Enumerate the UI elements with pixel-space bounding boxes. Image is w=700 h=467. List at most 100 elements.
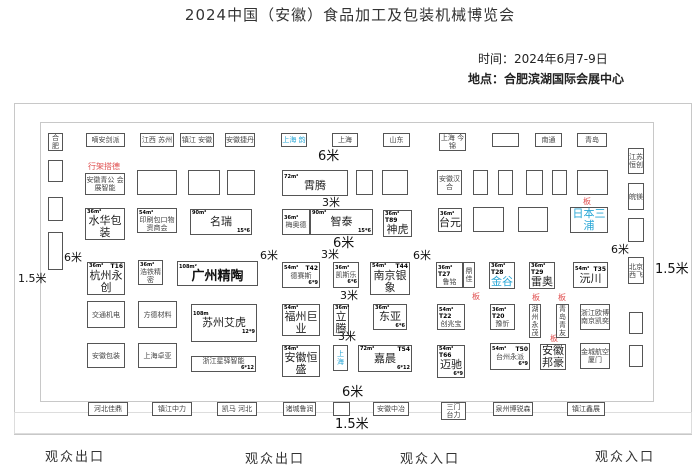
event-time: 时间：2024年6月7-9日 [478, 52, 608, 66]
booth-code: T42 [305, 264, 318, 272]
booth-label: 山东 [389, 136, 404, 144]
booth-label: 豫忻 [495, 319, 510, 328]
booth-label: 沅川 [579, 271, 602, 285]
booth-label: 镇江中力 [158, 405, 186, 413]
booth-label: 青岛 [585, 136, 599, 144]
board-note: 板 [558, 293, 566, 302]
booth-code: T29 [531, 269, 544, 276]
booth-label: 台州永派 [496, 353, 524, 361]
booth-dimensions: 15*6 [357, 228, 371, 234]
booth: 方德材料 [138, 301, 177, 328]
distance-label: 6米 [611, 243, 629, 256]
booth [333, 402, 350, 416]
booth-code: T20 [492, 312, 505, 320]
booth: 安徽汉合 [437, 170, 462, 195]
booth-area: 36m² [375, 305, 390, 311]
booth-area: 36m² [438, 264, 453, 271]
booth-code: T28 [491, 269, 504, 276]
booth-label: 泉州博锐森 [495, 405, 531, 413]
booth-dimensions: 6*9 [308, 279, 318, 286]
booth [473, 207, 504, 232]
booth-dimensions: 12*9 [241, 329, 255, 335]
booth-area: 36m² [385, 211, 400, 217]
booth [492, 133, 519, 147]
booth-area: 54m² [575, 265, 590, 272]
booth [227, 170, 255, 195]
booth-label: 嘀安剑派 [91, 136, 120, 144]
booth-label: 日本三浦 [572, 207, 606, 232]
booth-label: 诸城鲁润 [285, 405, 314, 413]
booth [137, 170, 177, 195]
distance-label: 3米 [322, 196, 340, 209]
booth-label: 凯马 河北 [221, 405, 253, 413]
booth-area: 36m² [89, 263, 104, 269]
booth-area: 36m² [440, 211, 455, 217]
booth-code: T44 [395, 263, 408, 270]
booth-label: 浙江星驿智能 [202, 357, 245, 365]
booth [498, 170, 513, 195]
booth: 镇江中力 [152, 402, 192, 416]
booth-label: 东亚 [379, 310, 401, 323]
booth [629, 312, 643, 334]
booth-label: 江苏恒创 [629, 153, 643, 169]
booth-meta: 36m² [86, 209, 124, 215]
booth-label: 雷奥 [531, 275, 553, 288]
distance-label: 6米 [318, 149, 340, 164]
booth-area: 54m² [284, 305, 299, 311]
booth: 鼎佳 [463, 262, 475, 288]
distance-label: 6米 [64, 251, 82, 264]
booth-dim-row: 6*6 [334, 279, 358, 285]
audience-entrance: 观众入口 [595, 450, 656, 465]
booth-code: T27 [438, 270, 451, 278]
distance-label: 6米 [342, 385, 364, 400]
booth: 江西 苏州 [140, 133, 174, 147]
booth-dim-row: 15*6 [191, 228, 251, 234]
distance-label: 6米 [260, 249, 278, 262]
booth-meta: 90m² [311, 210, 372, 216]
booth-area: 90m² [192, 210, 207, 216]
booth: 凯马 河北 [217, 402, 257, 416]
booth: 上海 [332, 133, 358, 147]
booth-label: 江西 苏州 [141, 136, 173, 144]
booth-label: 浙江欧博 南京凯奕 [581, 309, 609, 325]
booth: 三门 台力 [441, 402, 466, 420]
booth-dim-row: 12*9 [192, 329, 256, 335]
distance-label: 3米 [321, 248, 339, 261]
booth-label: 凯斯乐 [335, 271, 357, 279]
booth [48, 197, 63, 221]
booth-label: 广州精陶 [191, 268, 244, 284]
booth: 青岛青友 [556, 304, 569, 338]
booth-dim-row: 6*12 [192, 365, 255, 371]
booth-label: 镇江 安徽 [181, 136, 213, 144]
booth-area: 36m² [335, 265, 350, 271]
booth-label: 北京西飞 [629, 262, 643, 279]
booth: 上海 韵 [281, 133, 307, 147]
booth-meta: 54m² [138, 210, 176, 216]
booth: 上海 今锦 [439, 133, 466, 151]
booth-area: 72m² [284, 174, 299, 180]
booth: 安徽捷丹 [225, 133, 255, 147]
booth [188, 170, 220, 195]
booth: 上海卓亚 [138, 343, 177, 368]
booth-code: T89 [385, 217, 398, 224]
booth-label: 安徽中冶 [377, 405, 405, 413]
booth-label: 苏州艾虎 [202, 316, 246, 329]
booth-label: 安徽捷丹 [226, 136, 254, 144]
board-note: 板 [472, 292, 480, 301]
booth-code: T50 [515, 346, 528, 353]
booth-meta: 36m² [334, 265, 358, 271]
booth: 皖镁 [628, 183, 644, 210]
board-note: 板 [550, 334, 558, 343]
booth-area: 36m² [140, 261, 155, 268]
